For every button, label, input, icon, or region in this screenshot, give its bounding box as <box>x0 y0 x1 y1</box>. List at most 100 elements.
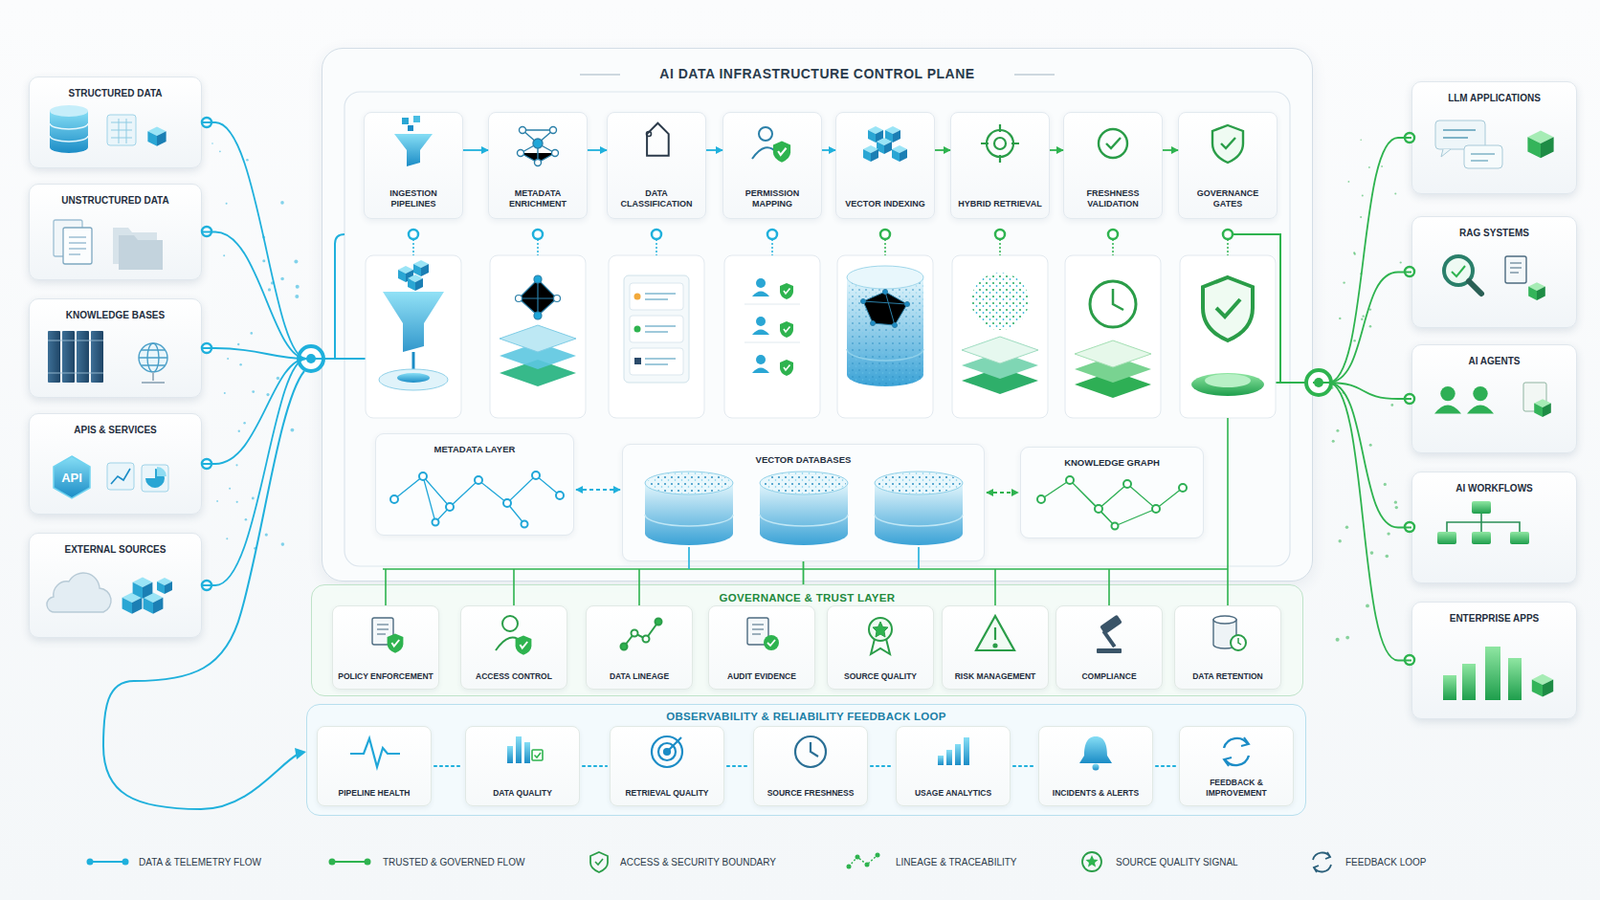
illustration-shape <box>946 750 953 766</box>
node-label: METADATA ENRICHMENT <box>491 188 584 210</box>
illustration-shape <box>863 126 908 162</box>
illustration-shape <box>156 466 167 477</box>
illustration-shape <box>579 73 1055 75</box>
illustration-shape <box>629 283 684 311</box>
illustration-shape <box>795 736 826 768</box>
illustration-shape <box>629 315 684 343</box>
illustration-shape <box>201 117 212 591</box>
illustration-shape <box>1223 757 1232 767</box>
node-label: INCIDENTS & ALERTS <box>1052 788 1139 799</box>
illustration-shape <box>1354 253 1356 256</box>
illustration-shape <box>1471 501 1491 514</box>
illustration-shape <box>961 272 1039 395</box>
connector <box>1312 382 1412 662</box>
illustration-shape <box>1332 440 1335 444</box>
illustration-shape <box>884 239 887 256</box>
illustration-shape <box>550 127 557 134</box>
illustration-shape <box>1348 180 1351 183</box>
illustration-shape <box>1533 399 1552 418</box>
illustration-shape <box>397 373 430 383</box>
governance-card: COMPLIANCE <box>1055 605 1163 690</box>
illustration-shape <box>1037 476 1187 531</box>
observability-card: DATA QUALITY <box>465 726 580 807</box>
illustration-shape <box>532 750 543 761</box>
illustration-shape <box>507 746 513 764</box>
illustration-shape <box>1362 314 1365 317</box>
legend-label: DATA & TELEMETRY FLOW <box>138 857 262 868</box>
illustration-shape <box>521 521 529 529</box>
illustration-shape <box>651 736 683 768</box>
observability-card: PIPELINE HEALTH <box>316 726 432 807</box>
illustration-card <box>1179 255 1276 419</box>
illustration-shape <box>861 299 867 305</box>
illustration-shape <box>1086 855 1099 868</box>
illustration-shape <box>378 369 448 391</box>
node-label: APIS & SERVICES <box>73 424 157 437</box>
illustration-shape <box>1532 674 1554 698</box>
illustration-shape <box>1041 480 1183 527</box>
illustration-shape <box>1111 523 1119 531</box>
node-label: PERMISSION MAPPING <box>726 188 819 210</box>
illustration-shape <box>1123 480 1132 489</box>
illustration-shape <box>225 202 228 205</box>
illustration-shape <box>1106 137 1121 149</box>
illustration-shape <box>861 289 911 329</box>
illustration-shape <box>89 861 126 864</box>
illustration-shape <box>1226 239 1229 256</box>
illustration-shape <box>644 514 734 527</box>
illustration-card <box>1065 255 1161 419</box>
illustration-shape <box>1443 130 1476 138</box>
illustration-shape <box>752 355 770 374</box>
illustration-shape <box>533 311 542 320</box>
illustration-shape <box>112 227 163 270</box>
illustration-shape <box>1152 505 1160 513</box>
illustration-shape <box>394 133 433 167</box>
illustration-shape <box>767 640 776 646</box>
illustration-shape <box>63 227 92 265</box>
illustration-shape <box>365 229 1276 419</box>
illustration-shape <box>846 277 924 387</box>
illustration-shape <box>961 336 1039 364</box>
illustration-shape <box>280 200 285 205</box>
illustration-shape <box>290 428 295 433</box>
illustration-shape <box>1451 266 1466 277</box>
junction-ring <box>880 229 890 240</box>
illustration-shape <box>87 859 94 867</box>
connector <box>870 765 893 768</box>
illustration-shape <box>68 237 87 255</box>
illustration-shape <box>883 289 889 295</box>
node-label: POLICY ENFORCEMENT <box>337 671 434 682</box>
node-label: DATA RETENTION <box>1192 671 1264 682</box>
illustration-shape <box>771 239 774 256</box>
illustration-shape <box>1508 658 1522 701</box>
illustration-shape <box>244 518 248 522</box>
node-label: GOVERNANCE & TRUST LAYER <box>719 591 896 605</box>
illustration-shape <box>533 275 542 284</box>
illustration-shape <box>1112 288 1124 311</box>
illustration-shape <box>744 304 800 343</box>
illustration-shape <box>1313 865 1332 872</box>
illustration-shape <box>1470 154 1495 161</box>
node-label: OBSERVABILITY & RELIABILITY FEEDBACK LOO… <box>666 710 947 724</box>
illustration-shape <box>623 622 659 647</box>
node-label: AI WORKFLOWS <box>1455 483 1534 495</box>
connector <box>434 765 463 768</box>
illustration-shape <box>390 471 564 529</box>
connector <box>587 149 607 152</box>
illustration-shape <box>49 105 89 117</box>
connector <box>1013 765 1036 768</box>
illustration-shape <box>937 737 970 766</box>
illustration-shape <box>1037 495 1045 504</box>
illustration-shape <box>394 475 560 525</box>
illustration-shape <box>1223 738 1248 749</box>
node-label: FEEDBACK & IMPROVEMENT <box>1182 777 1290 799</box>
connector <box>582 765 607 768</box>
illustration-shape <box>595 859 603 866</box>
illustration-shape <box>294 748 307 760</box>
illustration-shape <box>332 861 368 864</box>
illustration-shape <box>507 736 543 764</box>
illustration-shape <box>1312 853 1331 861</box>
illustration-shape <box>339 233 1281 236</box>
illustration-shape <box>986 130 1014 157</box>
junction-ring <box>995 229 1005 240</box>
